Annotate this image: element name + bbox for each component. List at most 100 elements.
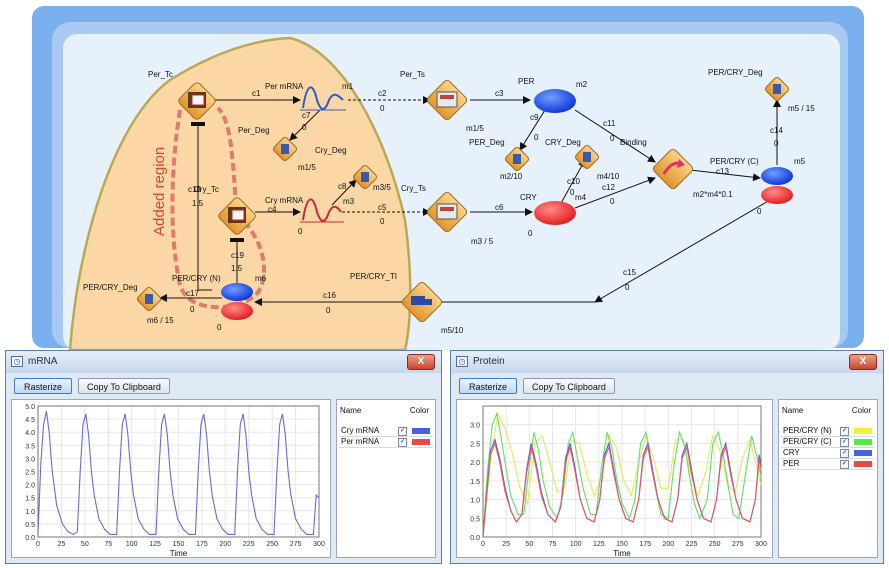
- label-c7: c7: [302, 111, 311, 120]
- label-m1-5: m1/5: [298, 163, 316, 172]
- y-tick-label: 4.5: [25, 417, 35, 424]
- y-tick-label: 0.5: [25, 522, 35, 529]
- label-c17: c17: [186, 289, 199, 298]
- legend-color-swatch[interactable]: [854, 428, 872, 434]
- label-percry-n: PER/CRY (N): [172, 274, 221, 283]
- legend-color-swatch[interactable]: [854, 461, 872, 467]
- added-region-label: Added region: [151, 147, 168, 236]
- x-tick-label: 0: [36, 541, 40, 548]
- legend-row[interactable]: Cry mRNA ✓: [339, 426, 433, 437]
- legend-row[interactable]: PER ✓: [781, 459, 875, 470]
- legend-checkbox[interactable]: ✓: [840, 449, 849, 458]
- x-axis-label: Time: [170, 549, 188, 558]
- legend-row[interactable]: Per mRNA ✓: [339, 437, 433, 448]
- x-tick-label: 50: [525, 541, 533, 548]
- label-m1: m1: [342, 82, 354, 91]
- legend-color-header: Color: [410, 406, 429, 415]
- species-percry-c-blue[interactable]: [761, 167, 793, 185]
- legend-row[interactable]: CRY ✓: [781, 448, 875, 459]
- x-tick-label: 100: [126, 541, 138, 548]
- label-per-ts: Per_Ts: [400, 70, 425, 79]
- label-percry-ti: PER/CRY_TI: [350, 272, 397, 281]
- label-one-five-b: 1.5: [231, 264, 243, 273]
- label-c5: c5: [378, 203, 387, 212]
- protein-window-titlebar[interactable]: ◷ Protein X: [451, 351, 883, 373]
- legend-color-swatch[interactable]: [854, 439, 872, 445]
- close-icon[interactable]: X: [849, 354, 877, 370]
- legend-checkbox[interactable]: ✓: [840, 460, 849, 469]
- copy-to-clipboard-button[interactable]: Copy To Clipboard: [78, 378, 170, 394]
- label-m3-5b: m3 / 5: [471, 237, 494, 246]
- x-tick-label: 150: [616, 541, 628, 548]
- legend-series-name: PER: [783, 459, 799, 469]
- label-cry: CRY: [520, 193, 537, 202]
- legend-checkbox[interactable]: ✓: [398, 438, 407, 447]
- y-tick-label: 1.5: [25, 496, 35, 503]
- label-m5: m5: [794, 157, 806, 166]
- y-tick-label: 2.5: [470, 441, 480, 448]
- label-m2: m2: [576, 80, 588, 89]
- legend-color-swatch[interactable]: [854, 450, 872, 456]
- label-zero-cry: 0: [528, 229, 533, 238]
- legend-name-header: Name: [782, 406, 803, 415]
- label-zero-c11: 0: [610, 134, 615, 143]
- legend-color-swatch[interactable]: [412, 439, 430, 445]
- species-percry-n-red[interactable]: [221, 302, 253, 320]
- x-tick-label: 125: [149, 541, 161, 548]
- label-c1: c1: [252, 89, 261, 98]
- label-m5-10: m5/10: [441, 326, 464, 335]
- label-c10: c10: [567, 177, 580, 186]
- y-tick-label: 1.5: [470, 479, 480, 486]
- label-zero-c12: 0: [610, 197, 615, 206]
- label-c15: c15: [623, 268, 636, 277]
- x-tick-label: 50: [81, 541, 89, 548]
- mrna-window: ◷ mRNA X Rasterize Copy To Clipboard 0.0…: [5, 350, 442, 564]
- legend-checkbox[interactable]: ✓: [398, 427, 407, 436]
- label-m3-5: m3/5: [373, 183, 391, 192]
- label-cry-ts: Cry_Ts: [401, 184, 426, 193]
- x-tick-label: 75: [549, 541, 557, 548]
- legend-row[interactable]: PER/CRY (C) ✓: [781, 437, 875, 448]
- x-tick-label: 250: [266, 541, 278, 548]
- mrna-plot-area: 0.00.51.01.52.02.53.03.54.04.55.00255075…: [11, 399, 331, 558]
- legend-color-swatch[interactable]: [412, 428, 430, 434]
- legend-checkbox[interactable]: ✓: [840, 427, 849, 436]
- species-percry-n-blue[interactable]: [221, 283, 253, 301]
- copy-to-clipboard-button[interactable]: Copy To Clipboard: [523, 378, 615, 394]
- species-cry[interactable]: [534, 201, 576, 225]
- x-axis-label: Time: [613, 549, 631, 558]
- label-c4: c4: [268, 205, 277, 214]
- label-zero-c5: 0: [380, 217, 385, 226]
- label-zero-percry-n: 0: [217, 323, 222, 332]
- close-icon[interactable]: X: [407, 354, 435, 370]
- rasterize-button[interactable]: Rasterize: [459, 378, 517, 394]
- x-tick-label: 25: [502, 541, 510, 548]
- label-m5-15: m5 / 15: [788, 104, 815, 113]
- y-tick-label: 1.0: [25, 509, 35, 516]
- label-c6: c6: [495, 203, 504, 212]
- label-per-deg: Per_Deg: [238, 126, 270, 135]
- rasterize-button[interactable]: Rasterize: [14, 378, 72, 394]
- label-percry-deg-top: PER/CRY_Deg: [708, 68, 763, 77]
- x-tick-label: 25: [58, 541, 66, 548]
- mrna-window-titlebar[interactable]: ◷ mRNA X: [6, 351, 441, 373]
- chart-window-icon: ◷: [11, 356, 23, 367]
- y-tick-label: 0.0: [25, 535, 35, 542]
- chart-window-icon: ◷: [456, 356, 468, 367]
- legend-checkbox[interactable]: ✓: [840, 438, 849, 447]
- label-m6: m6: [255, 274, 267, 283]
- legend-color-header: Color: [852, 406, 871, 415]
- inhibition-bar-per-tc: [191, 122, 205, 126]
- legend-row[interactable]: PER/CRY (N) ✓: [781, 426, 875, 437]
- y-tick-label: 3.0: [25, 456, 35, 463]
- species-percry-c-red[interactable]: [761, 186, 793, 204]
- x-tick-label: 300: [755, 541, 767, 548]
- y-tick-label: 3.5: [25, 443, 35, 450]
- label-per-mrna: Per mRNA: [265, 82, 304, 91]
- label-c16: c16: [323, 291, 336, 300]
- label-zero-percry-c: 0: [757, 207, 762, 216]
- species-per[interactable]: [534, 89, 576, 113]
- label-c8: c8: [338, 182, 347, 191]
- x-tick-label: 75: [104, 541, 112, 548]
- label-zero-c16: 0: [326, 306, 331, 315]
